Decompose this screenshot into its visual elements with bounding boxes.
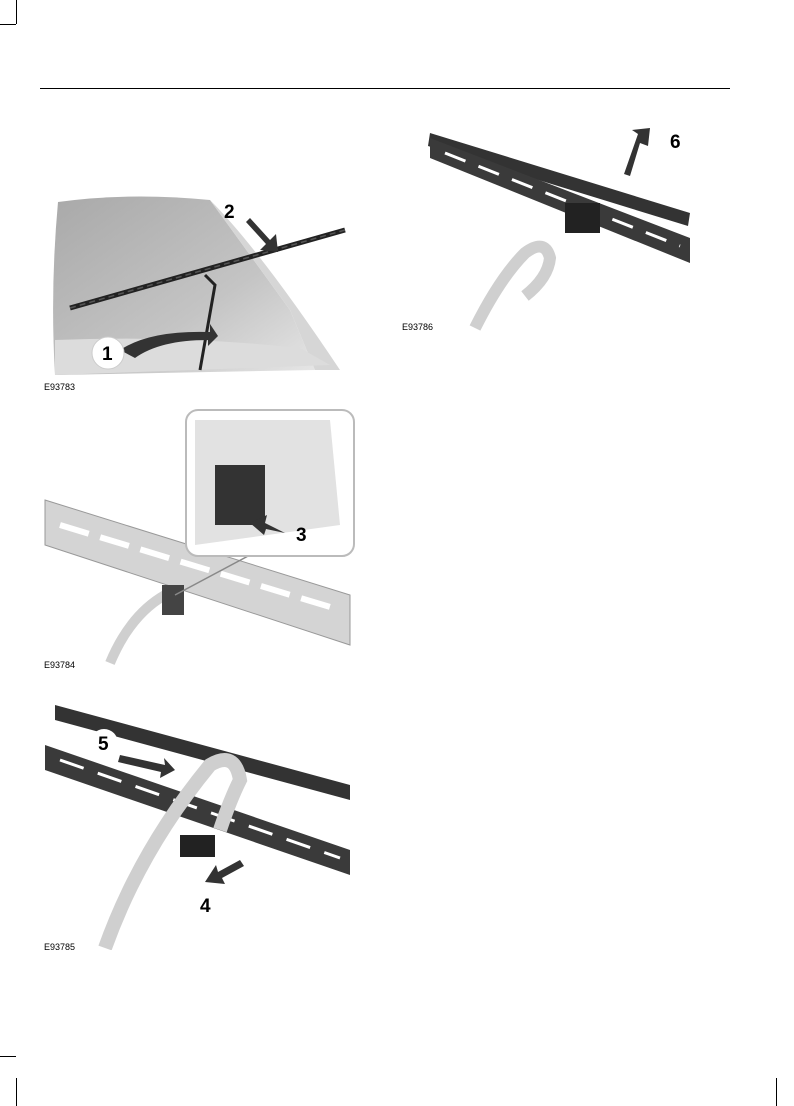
figure-code-3: E93785 — [44, 942, 75, 952]
step-6-label: 6 — [670, 132, 681, 153]
figure-blade-remove: 6 — [400, 118, 700, 338]
figure-clip-release: 3 — [40, 405, 360, 667]
crop-mark-bottom-left-h — [0, 1056, 16, 1057]
step-1-label: 1 — [102, 344, 113, 365]
step-5-label: 5 — [98, 734, 109, 755]
blade-remove-illustration: 6 — [400, 118, 700, 338]
arrow-4 — [205, 860, 244, 884]
figure-code-4: E93786 — [402, 322, 433, 332]
crop-mark-bottom-right — [776, 1078, 777, 1106]
step-4-label: 4 — [200, 896, 211, 917]
arrow-6 — [624, 128, 650, 176]
blade-slide-illustration: 5 4 — [40, 690, 360, 950]
wiper-lift-illustration: 1 2 — [40, 190, 360, 390]
figure-wiper-lift: 1 2 — [40, 190, 360, 390]
step-3-label: 3 — [296, 525, 307, 546]
step-2-label: 2 — [224, 202, 235, 223]
figure-code-2: E93784 — [44, 660, 75, 670]
crop-mark-bottom-left — [16, 1078, 17, 1106]
figure-blade-slide: 5 4 — [40, 690, 360, 950]
crop-mark-top-left — [16, 0, 17, 24]
clip-release-illustration: 3 — [40, 405, 360, 667]
header-rule — [40, 88, 730, 89]
figure-code-1: E93783 — [44, 382, 75, 392]
crop-mark-top-left-h — [0, 24, 16, 25]
